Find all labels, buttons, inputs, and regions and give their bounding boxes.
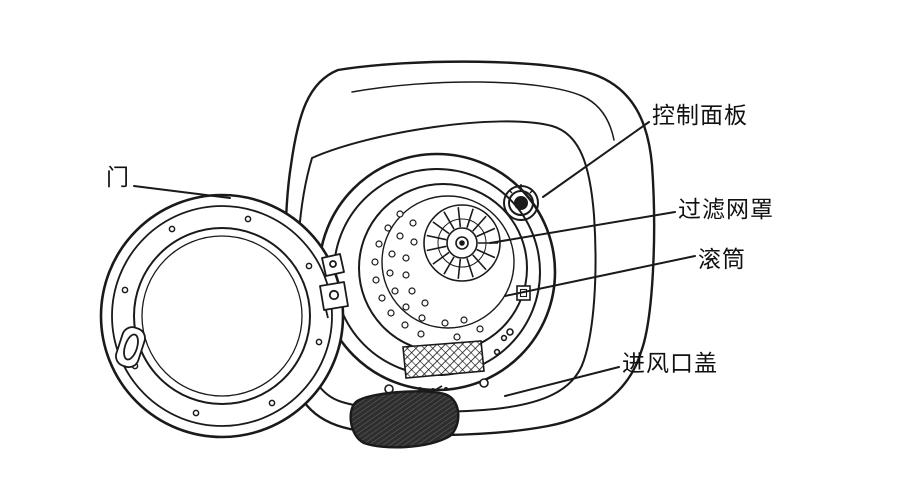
drum-perforations — [371, 210, 484, 341]
label-door: 门 — [106, 165, 130, 191]
leader-control-panel — [542, 121, 650, 198]
label-filter-cover: 过滤网罩 — [678, 197, 774, 223]
leader-filter-cover — [489, 211, 676, 244]
door-handle — [115, 326, 146, 369]
leader-air-inlet — [504, 366, 620, 397]
leader-door — [133, 185, 231, 199]
label-drum: 滚筒 — [698, 247, 746, 273]
vent-grille — [384, 328, 514, 394]
machine-body — [283, 60, 656, 437]
door-rim-screws — [121, 215, 323, 417]
label-air-inlet-cover: 进风口盖 — [622, 351, 718, 377]
filter-wheel — [423, 204, 501, 282]
leader-drum — [504, 255, 696, 297]
air-inlet-flap — [349, 385, 460, 449]
control-knob — [503, 184, 539, 221]
leader-lines — [133, 121, 696, 397]
door-hinge — [319, 253, 349, 319]
label-control-panel: 控制面板 — [652, 103, 748, 129]
door — [99, 193, 345, 439]
